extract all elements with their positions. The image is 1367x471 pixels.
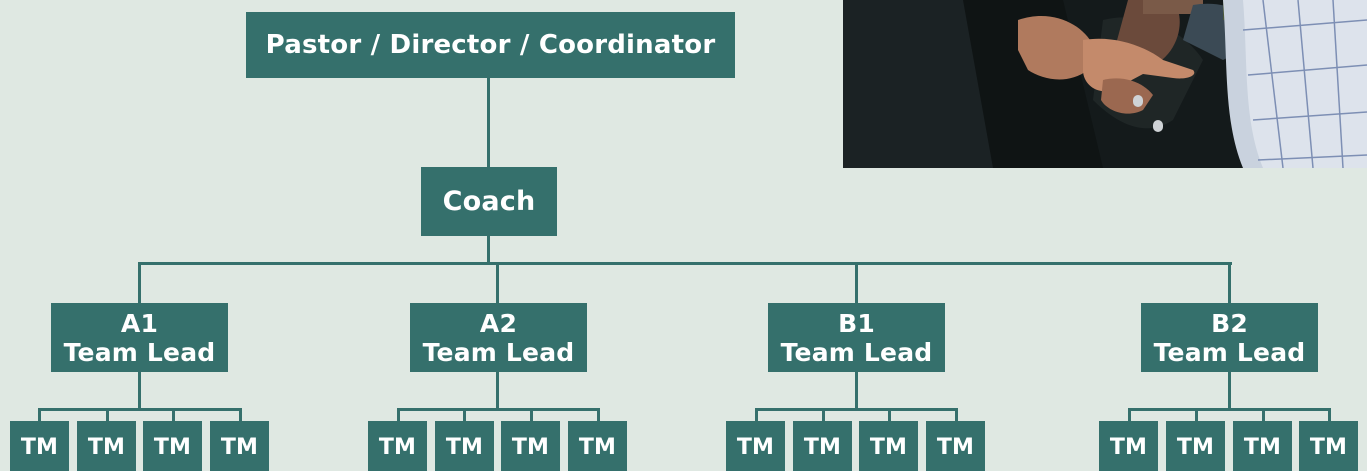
team-member-label: TM	[869, 435, 908, 460]
connector-coach-down	[487, 236, 490, 263]
team-member-label: TM	[1243, 435, 1282, 460]
connector-a2-tm2	[463, 408, 466, 421]
team-member-box: TM	[568, 421, 627, 471]
team-member-label: TM	[1309, 435, 1348, 460]
team-member-label: TM	[1109, 435, 1148, 460]
team-member-box: TM	[10, 421, 69, 471]
connector-b2-down	[1228, 372, 1231, 410]
connector-lead-b2	[1228, 262, 1231, 303]
team-lead-b2-box: B2 Team Lead	[1141, 303, 1318, 372]
pastor-director-coordinator-box: Pastor / Director / Coordinator	[246, 12, 735, 78]
team-member-box: TM	[1099, 421, 1158, 471]
connector-b1-down	[855, 372, 858, 410]
team-member-label: TM	[445, 435, 484, 460]
coach-box: Coach	[421, 167, 557, 236]
connector-b1-bar	[755, 408, 958, 411]
team-lead-role: Team Lead	[422, 337, 575, 367]
connector-a1-tm4	[239, 408, 242, 421]
connector-b2-tm4	[1328, 408, 1331, 421]
connector-b1-tm2	[822, 408, 825, 421]
team-lead-b1-box: B1 Team Lead	[768, 303, 945, 372]
connector-a2-tm3	[530, 408, 533, 421]
connector-a1-tm1	[38, 408, 41, 421]
team-member-box: TM	[1166, 421, 1225, 471]
team-member-label: TM	[511, 435, 550, 460]
connector-a1-tm2	[106, 408, 109, 421]
connector-leads-bar	[138, 262, 1232, 265]
team-lead-a1-box: A1 Team Lead	[51, 303, 228, 372]
team-member-label: TM	[87, 435, 126, 460]
connector-b1-tm3	[888, 408, 891, 421]
connector-a2-bar	[397, 408, 600, 411]
connector-a2-tm4	[597, 408, 600, 421]
team-member-label: TM	[736, 435, 775, 460]
team-lead-role: Team Lead	[780, 337, 933, 367]
connector-b2-tm3	[1262, 408, 1265, 421]
team-lead-id: B2	[1211, 308, 1248, 338]
team-member-box: TM	[926, 421, 985, 471]
team-member-box: TM	[143, 421, 202, 471]
team-member-box: TM	[859, 421, 918, 471]
team-member-label: TM	[803, 435, 842, 460]
connector-a2-down	[496, 372, 499, 410]
photo-illustration	[843, 0, 1367, 168]
team-member-label: TM	[1176, 435, 1215, 460]
team-member-label: TM	[378, 435, 417, 460]
connector-a1-tm3	[172, 408, 175, 421]
team-member-box: TM	[1233, 421, 1292, 471]
team-lead-id: A2	[479, 308, 518, 338]
team-member-box: TM	[435, 421, 494, 471]
team-lead-role: Team Lead	[1153, 337, 1306, 367]
team-member-box: TM	[793, 421, 852, 471]
team-member-label: TM	[20, 435, 59, 460]
team-member-box: TM	[210, 421, 269, 471]
connector-b2-tm1	[1128, 408, 1131, 421]
team-member-box: TM	[77, 421, 136, 471]
team-member-label: TM	[578, 435, 617, 460]
connector-lead-a1	[138, 262, 141, 303]
connector-lead-a2	[496, 262, 499, 303]
team-member-label: TM	[153, 435, 192, 460]
team-member-box: TM	[368, 421, 427, 471]
team-member-box: TM	[726, 421, 785, 471]
team-lead-id: B1	[838, 308, 875, 338]
connector-b2-bar	[1128, 408, 1331, 411]
people-photo	[843, 0, 1367, 168]
team-member-label: TM	[936, 435, 975, 460]
team-lead-role: Team Lead	[63, 337, 216, 367]
connector-b1-tm4	[955, 408, 958, 421]
connector-lead-b1	[855, 262, 858, 303]
team-lead-a2-box: A2 Team Lead	[410, 303, 587, 372]
team-member-box: TM	[501, 421, 560, 471]
pastor-director-coordinator-label: Pastor / Director / Coordinator	[265, 30, 716, 60]
team-lead-id: A1	[120, 308, 159, 338]
connector-a1-down	[138, 372, 141, 410]
connector-a1-bar	[38, 408, 242, 411]
team-member-box: TM	[1299, 421, 1358, 471]
connector-top-coach	[487, 78, 490, 167]
connector-b2-tm2	[1195, 408, 1198, 421]
connector-b1-tm1	[755, 408, 758, 421]
team-member-label: TM	[220, 435, 259, 460]
coach-label: Coach	[442, 186, 536, 217]
connector-a2-tm1	[397, 408, 400, 421]
